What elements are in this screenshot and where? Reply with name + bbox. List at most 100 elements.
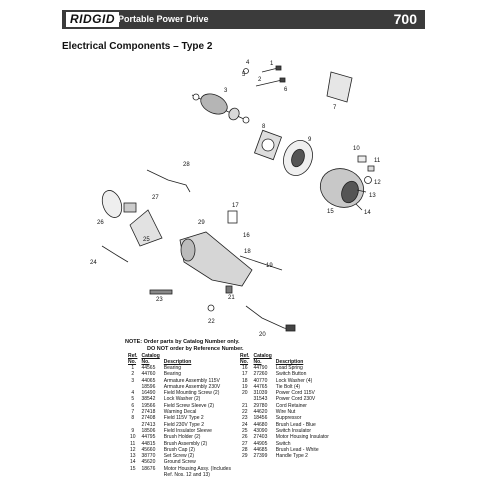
part-ref: 4 <box>131 390 135 397</box>
part-description: Wire Nut <box>275 409 296 416</box>
catalog-number: 27408 <box>141 415 156 422</box>
switch-insulator <box>129 209 163 247</box>
tie-bolt <box>239 255 283 271</box>
catalog-number: 43090 <box>253 427 268 434</box>
part-ref: 17 <box>241 371 248 378</box>
callout-18: 18 <box>244 249 251 255</box>
armature-windings <box>200 93 228 115</box>
catalog-number: 29780 <box>253 402 268 409</box>
screw-sleeve-top <box>275 65 282 71</box>
brush-lead-blue <box>101 245 129 263</box>
sleeve-opening <box>291 148 305 168</box>
parts-table-header: Ref. No. Catalog No. Description <box>126 353 233 365</box>
callout-16: 16 <box>243 233 250 239</box>
part-ref: 14 <box>129 459 136 466</box>
part-ref: 22 <box>241 409 248 416</box>
catalog-number: 18456 <box>253 415 268 422</box>
part-description: Switch <box>275 440 291 447</box>
callout-6: 6 <box>284 87 288 93</box>
ground-screw <box>355 203 363 211</box>
part-ref: 6 <box>131 402 135 409</box>
model-number: 700 <box>393 11 417 27</box>
part-ref: 2 <box>131 371 135 378</box>
catalog-number: 18596 <box>141 383 156 390</box>
callout-9: 9 <box>308 137 312 143</box>
part-ref: 11 <box>130 440 136 447</box>
callout-24: 24 <box>90 260 97 266</box>
part-description: Brush Holder (2) <box>163 434 201 441</box>
table-row: 9 18506 Field Insulator Sleeve <box>126 428 233 434</box>
part-description: Field Mounting Screw (2) <box>163 390 220 397</box>
catalog-number: 44680 <box>253 421 268 428</box>
callout-3: 3 <box>224 88 228 94</box>
commutator <box>228 107 240 121</box>
part-description: Field 115V Type 2 <box>163 415 204 422</box>
warning-decal <box>326 71 353 103</box>
part-description: Field Screw Sleeve (2) <box>163 402 215 409</box>
exploded-parts-diagram: 1 2 3 4 5 6 7 8 9 10 11 12 13 14 15 16 1… <box>90 60 381 338</box>
order-note-line-2: DO NOT order by Reference Number. <box>147 346 244 352</box>
part-description: Switch Button <box>275 371 307 378</box>
catalog-number: 44685 <box>253 446 268 453</box>
callout-20: 20 <box>259 332 266 338</box>
part-description: Brush Cap (2) <box>163 446 195 453</box>
catalog-number: 27418 <box>141 409 156 416</box>
part-ref: 5 <box>131 396 135 403</box>
handle <box>179 231 253 287</box>
callout-7: 7 <box>333 105 337 111</box>
part-description: Lock Washer (2) <box>163 396 201 403</box>
suppressor <box>149 289 173 295</box>
part-ref: 23 <box>241 415 248 422</box>
callout-27: 27 <box>152 195 159 201</box>
callout-26: 26 <box>97 220 104 226</box>
callout-22: 22 <box>208 319 215 325</box>
part-ref: 12 <box>129 446 136 453</box>
product-name: Portable Power Drive <box>118 14 209 24</box>
catalog-number: 18506 <box>141 427 156 434</box>
part-description: Warning Decal <box>163 409 197 416</box>
table-row: 8 27408 Field 115V Type 2 <box>126 415 233 421</box>
part-description: Ground Screw <box>163 459 196 466</box>
part-description: Field Insulator Sleeve <box>163 427 212 434</box>
part-description: Switch Insulator <box>275 427 312 434</box>
parts-table-header: Ref. No. Catalog No. Description <box>238 353 331 365</box>
bearing-front-icon <box>192 93 200 101</box>
catalog-number: 31039 <box>253 390 268 397</box>
catalog-number: 38542 <box>141 396 156 403</box>
catalog-number: 44795 <box>141 434 156 441</box>
catalog-number: 44815 <box>141 440 156 447</box>
part-ref: 21 <box>241 402 248 409</box>
callout-25: 25 <box>143 237 150 243</box>
part-ref: 9 <box>131 427 135 434</box>
part-ref: 18 <box>241 377 248 384</box>
catalog-number: 27399 <box>253 453 268 460</box>
switch-button <box>227 210 238 224</box>
catalog-header: Catalog No. <box>141 353 160 365</box>
callout-4: 4 <box>246 60 250 66</box>
callout-labels: 1 2 3 4 5 6 7 8 9 10 11 12 13 14 15 16 1… <box>90 60 381 338</box>
part-ref: 3 <box>131 377 135 384</box>
callout-1: 1 <box>270 61 274 67</box>
brush-assembly <box>367 165 375 172</box>
part-ref: 13 <box>129 453 136 460</box>
part-ref: 8 <box>131 415 135 422</box>
